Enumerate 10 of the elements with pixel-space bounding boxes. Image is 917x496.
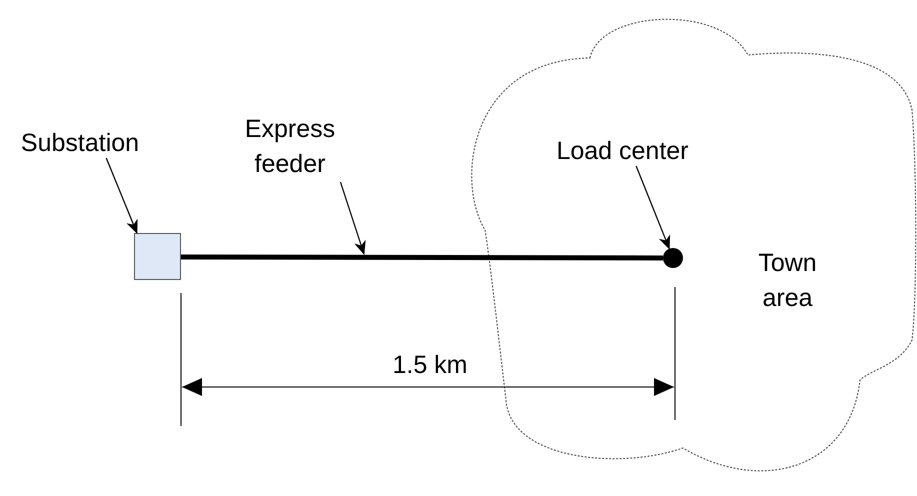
substation-box [134, 233, 181, 280]
area-label: Town area [757, 248, 818, 314]
dimension-label: 1.5 km [391, 350, 469, 380]
leader-arrow [636, 166, 670, 250]
text-label: Express feeder [230, 112, 350, 182]
text-label: Substation [5, 128, 155, 158]
feeder-line [181, 254, 663, 260]
text-label: Load center [535, 136, 710, 166]
leader-arrow [106, 158, 138, 234]
leader-arrow [340, 182, 366, 255]
